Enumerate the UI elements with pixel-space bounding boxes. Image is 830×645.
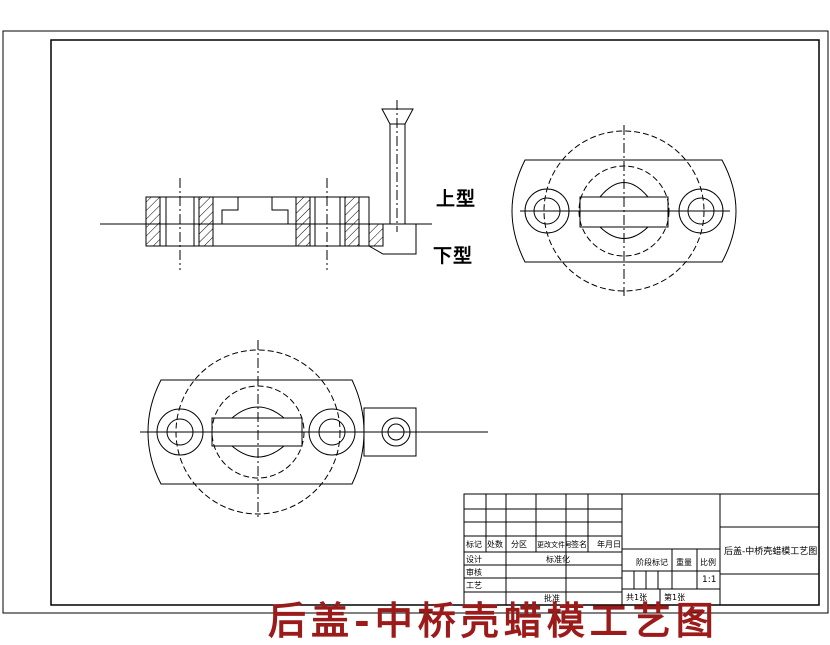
title-block-rev-header: 标记处数分区 更改文件号签名 年月日 [466, 539, 627, 550]
rev-header-zone: 分区 [511, 540, 527, 549]
outer-border [2, 30, 829, 614]
inner-frame [50, 39, 820, 606]
rev-header-count: 处数 [487, 540, 503, 549]
rev-header-signature: 签名 [571, 540, 587, 549]
scale-value: 1:1 [702, 575, 717, 585]
section-view [100, 100, 432, 270]
scale-label: 比例 [700, 558, 716, 567]
standardize-label: 标准化 [546, 555, 570, 564]
drawing-name: 后盖-中桥壳蜡模工艺图 [724, 547, 818, 557]
lower-mold-label: 下型 [433, 245, 474, 267]
rev-header-change-doc: 更改文件号 [537, 541, 572, 549]
design-label: 设计 [466, 555, 482, 564]
sheet-total: 共1张 [626, 593, 648, 602]
plan-view-right [511, 125, 737, 296]
title-block-grid [463, 493, 820, 606]
rev-header-date: 年月日 [597, 540, 621, 549]
plan-view-bottom [140, 340, 488, 520]
sheet-number: 第1张 [664, 593, 686, 602]
process-label: 工艺 [466, 581, 482, 590]
approve-label: 批准 [544, 594, 560, 603]
review-label: 审核 [466, 568, 482, 577]
banner-title: 后盖-中桥壳蜡模工艺图 [268, 598, 719, 643]
weight-label: 重量 [676, 558, 692, 567]
rev-header-mark: 标记 [466, 540, 482, 549]
upper-mold-label: 上型 [436, 188, 477, 210]
stage-mark-label: 阶段标记 [636, 558, 668, 567]
